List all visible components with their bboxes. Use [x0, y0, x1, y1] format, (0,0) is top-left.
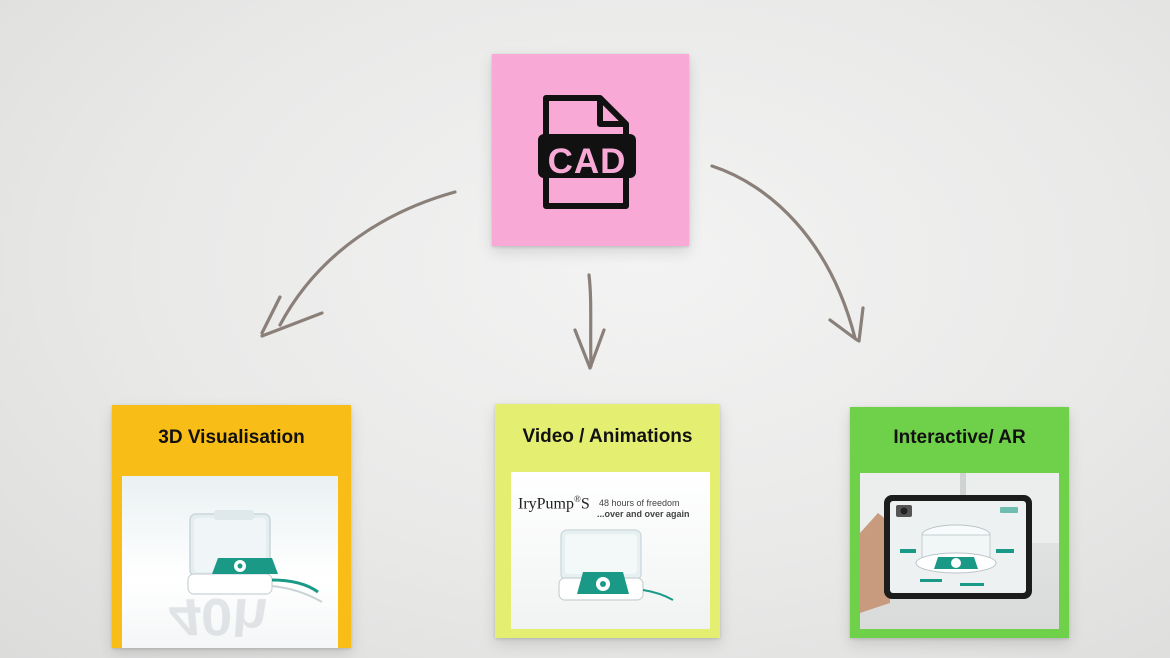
- interactive-ar-note: Interactive/ AR: [850, 407, 1069, 638]
- 3d-visualisation-note: 3D Visualisation 40h: [112, 405, 351, 648]
- cad-file-icon: [538, 95, 636, 209]
- ar-tablet-image: [860, 473, 1059, 629]
- cad-label: CAD: [547, 142, 627, 181]
- note-title: Interactive/ AR: [893, 427, 1026, 448]
- product-name: IryPump®S: [518, 494, 590, 513]
- arrow-left: [260, 190, 457, 338]
- pump-render-image: 40h: [122, 476, 338, 648]
- arrow-right: [710, 164, 865, 343]
- note-title: 3D Visualisation: [158, 427, 305, 448]
- cad-sticky-note: CAD: [492, 54, 689, 246]
- note-title: Video / Animations: [522, 426, 693, 447]
- tagline-line-1: 48 hours of freedom: [599, 498, 680, 508]
- tagline-line-2: ...over and over again: [597, 509, 690, 519]
- arrow-middle: [573, 273, 606, 370]
- video-still-image: IryPump®S 48 hours of freedom ...over an…: [511, 472, 710, 629]
- watermark-text: 40h: [164, 585, 273, 646]
- video-animations-note: Video / Animations IryPump®S 48 hours of…: [495, 404, 720, 638]
